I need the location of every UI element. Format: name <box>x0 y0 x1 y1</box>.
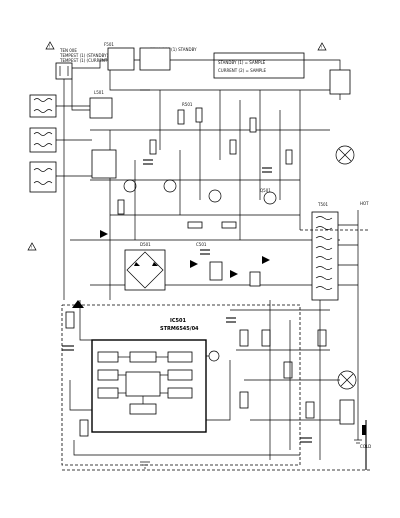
svg-text:!: ! <box>321 45 323 50</box>
header-line2: TEMPEST (1) (STANDBY) <box>59 53 109 58</box>
ground-icon <box>354 439 362 444</box>
label-f501: F501 <box>104 42 114 47</box>
ground-icon <box>140 461 150 469</box>
label-hot: HOT <box>360 201 369 206</box>
startup-components <box>62 300 300 456</box>
label-l501: L501 <box>94 90 104 95</box>
svg-text:!: ! <box>49 44 51 49</box>
edge-marks <box>362 420 367 470</box>
svg-text:!: ! <box>31 245 33 250</box>
ic501-block: IC501 STRM6545/04 <box>69 318 231 433</box>
notes-box: STANDBY (1) = SAMPLE CURRENT (2) = SAMPL… <box>213 52 305 79</box>
label-q501: Q501 <box>260 188 271 193</box>
warning-triangle-icon: ! <box>27 242 37 251</box>
control-components <box>100 107 293 287</box>
warning-triangle-icon: ! <box>317 42 327 51</box>
label-d501: D501 <box>140 242 151 247</box>
input-connector <box>55 62 73 80</box>
header-top-label: ZENA 500 (1) STANDBY <box>150 47 197 52</box>
output-transformer: HOT COLD <box>311 69 371 449</box>
ic-ref: IC501 <box>170 318 186 324</box>
notes-line1: STANDBY (1) = SAMPLE <box>218 60 266 65</box>
label-t501: T501 <box>317 202 329 207</box>
isolation-boundary <box>61 229 370 471</box>
bridge-rectifier <box>124 249 166 291</box>
main-wiring <box>63 47 341 300</box>
notes-line2: CURRENT (2) = SAMPLE <box>218 68 267 73</box>
label-c501: C501 <box>196 242 207 247</box>
header-line3: TEMPEST (1) (CURRENT) <box>59 58 109 63</box>
header-line1: TEN 00E <box>59 48 77 53</box>
secondary-circuits <box>226 300 340 460</box>
header-block: TEN 00E TEMPEST (1) (STANDBY) TEMPEST (1… <box>59 47 197 63</box>
label-r501: R501 <box>182 102 193 107</box>
ic-part: STRM6545/04 <box>160 326 199 332</box>
warning-triangle-icon: ! <box>45 41 55 50</box>
component-labels: T501 D501 C501 R501 Q501 L501 F501 <box>94 42 329 247</box>
line-filter-chokes <box>29 94 117 193</box>
